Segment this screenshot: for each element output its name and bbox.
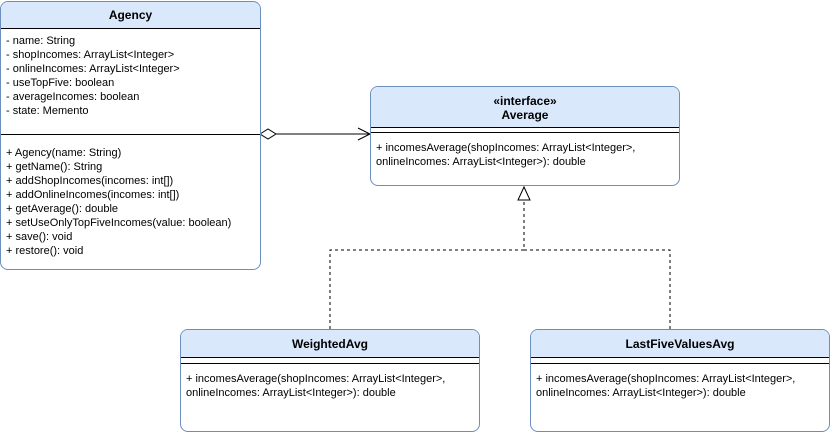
average-interface-name: Average bbox=[501, 107, 549, 122]
lastfivevaluesavg-class-name: LastFiveValuesAvg bbox=[625, 336, 735, 351]
weightedavg-class-header: WeightedAvg bbox=[181, 330, 479, 358]
lastfivevaluesavg-separator bbox=[531, 363, 829, 364]
agency-method: + getAverage(): double bbox=[6, 203, 119, 215]
agency-attributes: - name: String - shopIncomes: ArrayList<… bbox=[6, 34, 257, 118]
realization-line-lastfivevaluesavg bbox=[524, 249, 671, 329]
average-interface[interactable]: «interface» Average + incomesAverage(sho… bbox=[370, 86, 680, 186]
lastfivevaluesavg-class[interactable]: LastFiveValuesAvg + incomesAverage(shopI… bbox=[530, 329, 830, 432]
agency-methods: + Agency(name: String) + getName(): Stri… bbox=[6, 146, 257, 258]
average-method: onlineIncomes: ArrayList<Integer>): doub… bbox=[376, 156, 586, 168]
average-stereotype: «interface» bbox=[493, 93, 557, 108]
lastfivevaluesavg-method: + incomesAverage(shopIncomes: ArrayList<… bbox=[536, 373, 796, 385]
average-method: + incomesAverage(shopIncomes: ArrayList<… bbox=[376, 142, 636, 154]
agency-class-name: Agency bbox=[108, 8, 153, 22]
agency-method: + restore(): void bbox=[6, 245, 84, 257]
agency-class-header: Agency bbox=[1, 2, 260, 29]
weightedavg-class-name: WeightedAvg bbox=[291, 336, 368, 351]
weightedavg-separator bbox=[181, 363, 479, 364]
agency-method: + getName(): String bbox=[6, 161, 103, 173]
agency-method: + Agency(name: String) bbox=[6, 147, 122, 159]
realization-line-weightedavg bbox=[329, 200, 525, 329]
average-interface-header: «interface» Average bbox=[371, 87, 679, 128]
weightedavg-method: onlineIncomes: ArrayList<Integer>): doub… bbox=[186, 387, 396, 399]
agency-attribute: - shopIncomes: ArrayList<Integer> bbox=[6, 49, 175, 61]
agency-attribute: - name: String bbox=[6, 35, 76, 47]
agency-class[interactable]: Agency - name: String - shopIncomes: Arr… bbox=[0, 1, 261, 270]
aggregation-diamond bbox=[259, 128, 277, 140]
agency-method: + addShopIncomes(incomes: int[]) bbox=[6, 175, 174, 187]
agency-method: + setUseOnlyTopFiveIncomes(value: boolea… bbox=[6, 217, 232, 229]
average-methods: + incomesAverage(shopIncomes: ArrayList<… bbox=[376, 141, 676, 169]
weightedavg-class[interactable]: WeightedAvg + incomesAverage(shopIncomes… bbox=[180, 329, 480, 432]
agency-attribute: - onlineIncomes: ArrayList<Integer> bbox=[6, 63, 180, 75]
lastfivevaluesavg-method: onlineIncomes: ArrayList<Integer>): doub… bbox=[536, 387, 746, 399]
agency-attribute: - state: Memento bbox=[6, 105, 89, 117]
lastfivevaluesavg-methods: + incomesAverage(shopIncomes: ArrayList<… bbox=[536, 372, 826, 400]
agency-attribute: - useTopFive: boolean bbox=[6, 77, 115, 89]
weightedavg-methods: + incomesAverage(shopIncomes: ArrayList<… bbox=[186, 372, 476, 400]
lastfivevaluesavg-class-header: LastFiveValuesAvg bbox=[531, 330, 829, 358]
realization-triangle bbox=[517, 185, 531, 201]
agency-separator bbox=[1, 134, 260, 135]
average-separator bbox=[371, 132, 679, 133]
agency-method: + save(): void bbox=[6, 231, 73, 243]
agency-method: + addOnlineIncomes(incomes: int[]) bbox=[6, 189, 180, 201]
agency-attribute: - averageIncomes: boolean bbox=[6, 91, 140, 103]
weightedavg-method: + incomesAverage(shopIncomes: ArrayList<… bbox=[186, 373, 446, 385]
